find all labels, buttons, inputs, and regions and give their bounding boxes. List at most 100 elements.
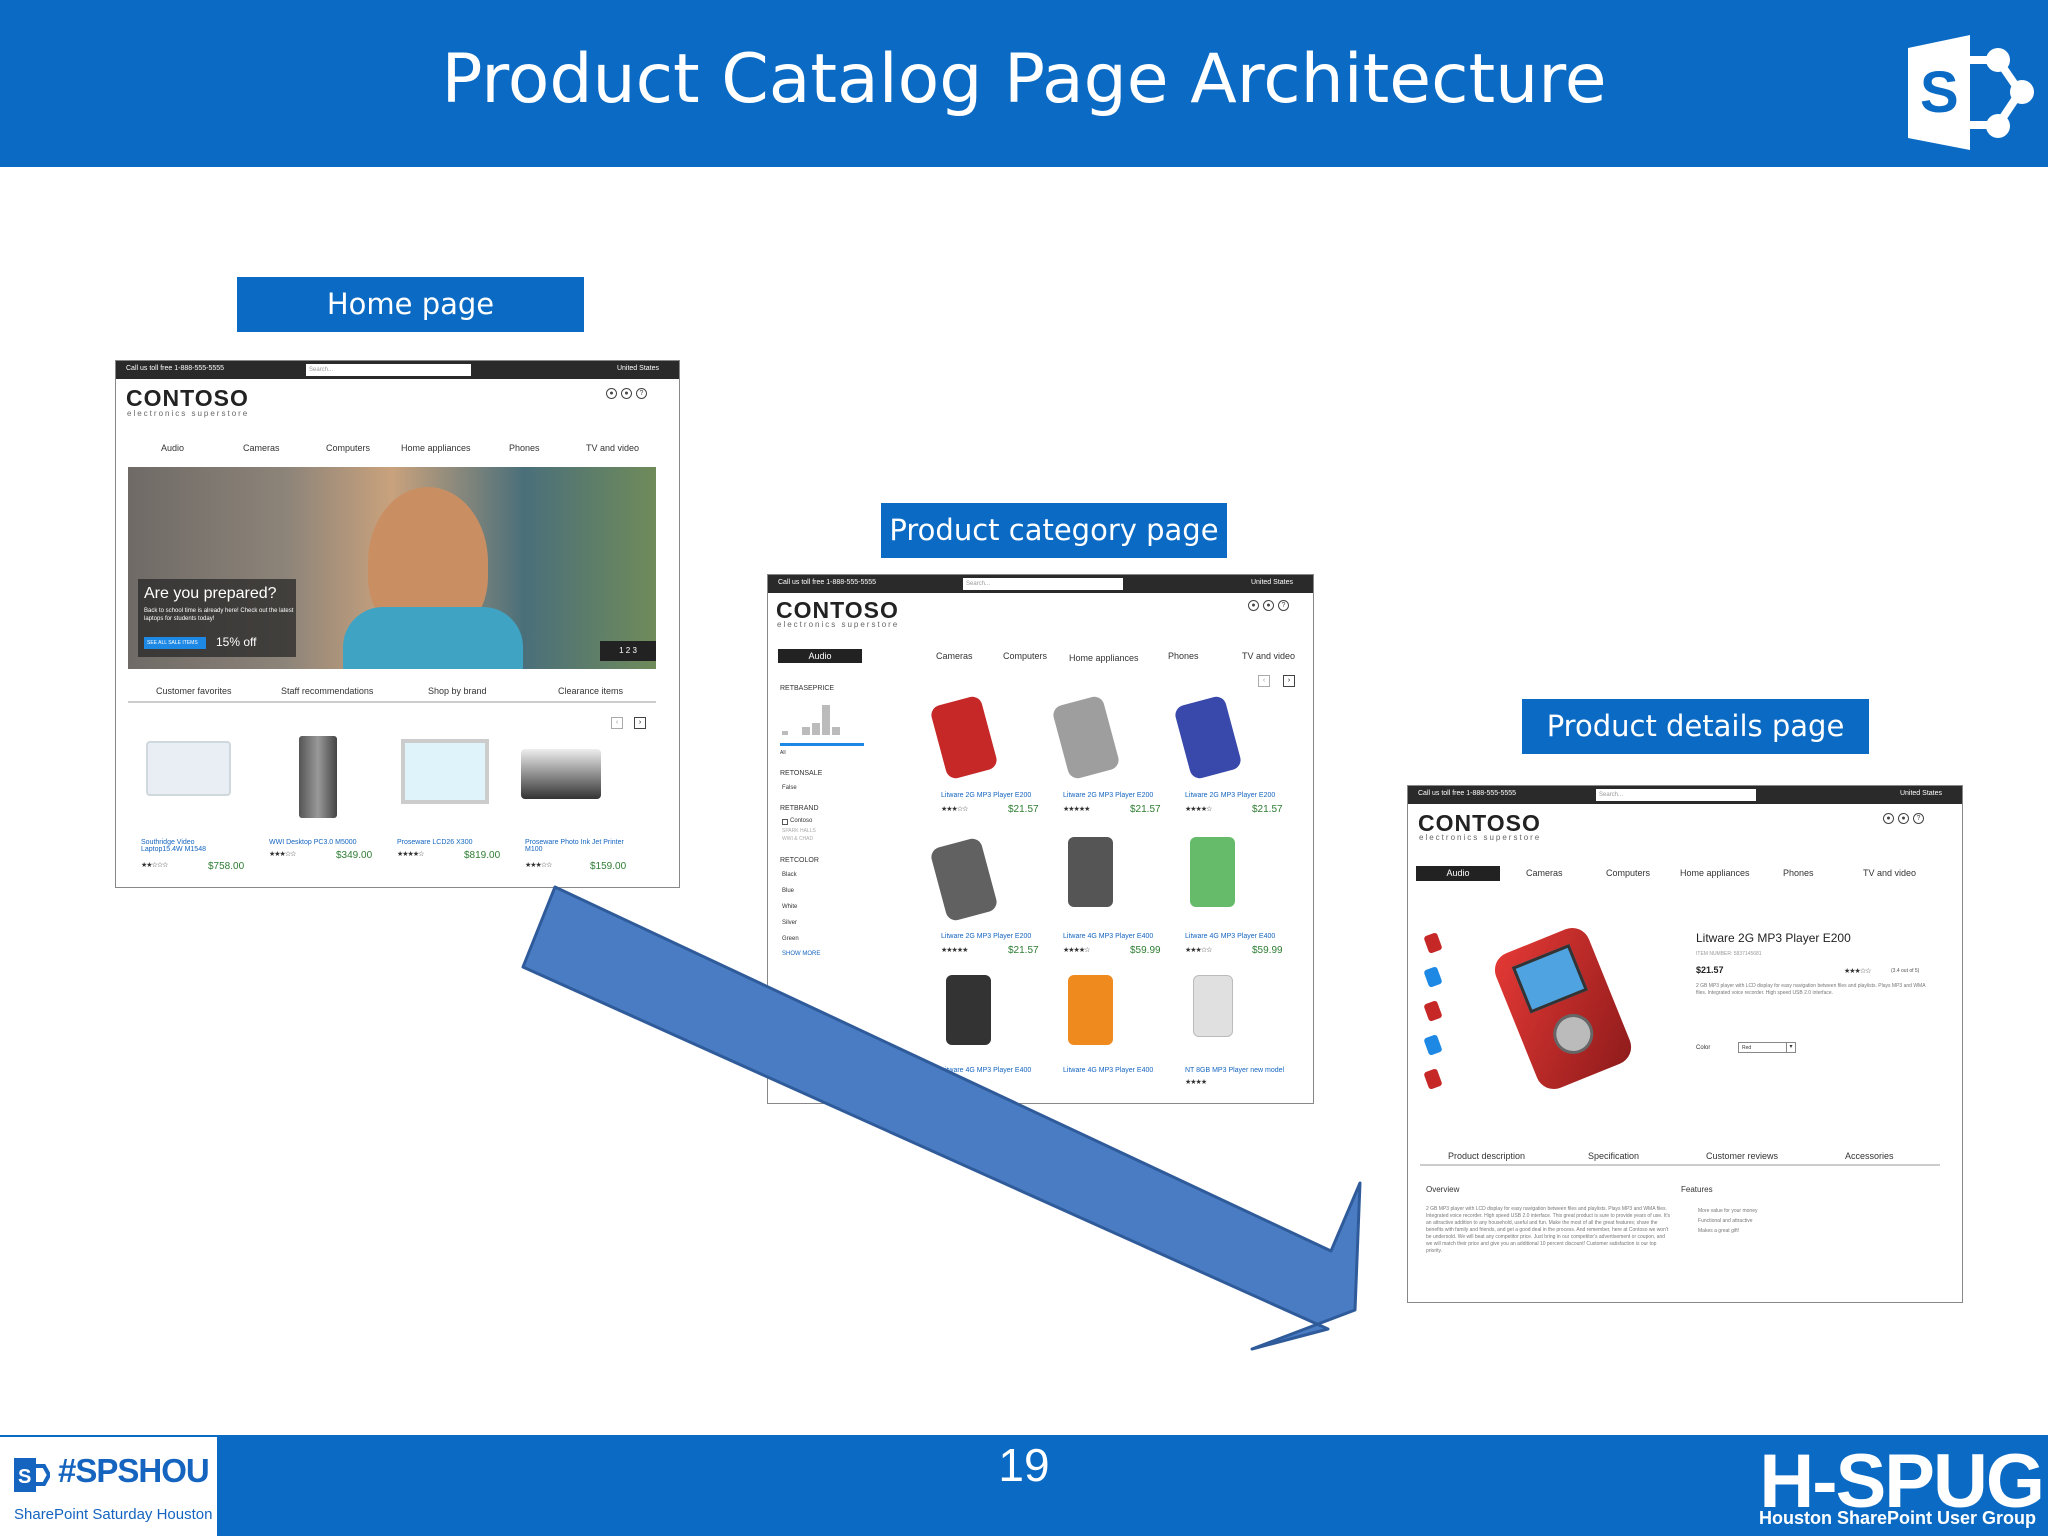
price-histogram[interactable] [782, 705, 862, 735]
tab-specification[interactable]: Specification [1588, 1151, 1640, 1161]
refiner-color-heading: RETCOLOR [780, 857, 819, 864]
price-slider[interactable] [780, 743, 864, 746]
product-name[interactable]: WWI Desktop PC3.0 M5000 [269, 839, 357, 846]
nav-computers[interactable]: Computers [1606, 868, 1651, 878]
product-name[interactable]: Litware 2G MP3 Player E200 [941, 933, 1032, 940]
show-more-link[interactable]: SHOW MORE [782, 951, 821, 957]
nav-audio[interactable]: Audio [1416, 866, 1500, 881]
desktop-image[interactable] [299, 736, 337, 818]
location-icon[interactable]: ● [606, 388, 617, 399]
nav-home-appliances[interactable]: Home appliances [1680, 868, 1750, 878]
nav-computers[interactable]: Computers [1003, 651, 1048, 661]
tab-customer-reviews[interactable]: Customer reviews [1706, 1151, 1779, 1161]
tab-shop-by-brand[interactable]: Shop by brand [428, 686, 487, 696]
mp3-player-white-image[interactable] [1193, 975, 1233, 1037]
mp3-player-silver-image[interactable] [1051, 694, 1121, 781]
nav-audio[interactable]: Audio [161, 443, 185, 453]
nav-audio[interactable]: Audio [778, 649, 862, 663]
country-selector[interactable]: United States [616, 365, 659, 372]
mp3-player-black-image[interactable] [1068, 837, 1113, 907]
nav-cameras[interactable]: Cameras [936, 651, 973, 661]
product-name[interactable]: Southridge Video Laptop15.4W M1548 [141, 839, 206, 853]
product-name[interactable]: Litware 4G MP3 Player E400 [1063, 933, 1154, 940]
product-name[interactable]: Litware 4G MP3 Player E400 [1185, 933, 1276, 940]
nav-phones[interactable]: Phones [1783, 868, 1814, 878]
product-name[interactable]: Proseware LCD26 X300 [397, 839, 473, 846]
mp3-player-green-image[interactable] [1190, 837, 1235, 907]
hero-pager[interactable]: 1 2 3 [600, 641, 656, 661]
country-selector[interactable]: United States [1899, 790, 1942, 797]
product-name[interactable]: Litware 4G MP3 Player E400 [941, 1067, 1032, 1074]
brand-option[interactable]: WWI & CHAD [782, 836, 814, 842]
nav-phones[interactable]: Phones [509, 443, 540, 453]
nav-tv-video[interactable]: TV and video [1242, 651, 1296, 661]
brand-option[interactable]: Contoso [790, 818, 813, 824]
top-strip: Call us toll free 1-888-555-5555 Search.… [1408, 786, 1962, 804]
mp3-player-black-image[interactable] [946, 975, 991, 1045]
page-number: 19 [998, 1439, 1050, 1491]
thumbnail-image[interactable] [1423, 966, 1443, 988]
price-all[interactable]: All [780, 750, 786, 756]
chevron-down-icon[interactable]: ▾ [1786, 1043, 1795, 1052]
mp3-player-red-image[interactable] [929, 694, 999, 781]
cart-icon[interactable]: ● [1898, 813, 1909, 824]
nav-tv-video[interactable]: TV and video [1863, 868, 1917, 878]
refiner-onsale-heading: RETONSALE [780, 770, 823, 777]
thumbnail-image[interactable] [1423, 932, 1443, 954]
product-name[interactable]: Proseware Photo Ink Jet Printer M100 [525, 839, 624, 853]
next-arrow-icon[interactable]: › [1283, 675, 1295, 687]
thumbnail-image[interactable] [1423, 1068, 1443, 1090]
product-name[interactable]: Litware 2G MP3 Player E200 [1185, 792, 1276, 799]
prev-arrow-icon[interactable]: ‹ [1258, 675, 1270, 687]
color-option[interactable]: Green [782, 936, 799, 942]
location-icon[interactable]: ● [1248, 600, 1259, 611]
color-option[interactable]: Black [782, 872, 797, 878]
product-name[interactable]: Litware 4G MP3 Player E400 [1063, 1067, 1154, 1074]
location-icon[interactable]: ● [1883, 813, 1894, 824]
thumbnail-image[interactable] [1423, 1000, 1443, 1022]
color-option[interactable]: Silver [782, 920, 798, 926]
laptop-image[interactable] [146, 741, 231, 796]
search-input[interactable]: Search... [306, 364, 471, 376]
help-icon[interactable]: ? [636, 388, 647, 399]
tab-staff-recommendations[interactable]: Staff recommendations [281, 686, 374, 696]
nav-computers[interactable]: Computers [326, 443, 371, 453]
nav-home-appliances[interactable]: Home appliances [401, 443, 471, 453]
color-select[interactable]: Red ▾ [1738, 1042, 1796, 1053]
product-name[interactable]: Litware 2G MP3 Player E200 [1063, 792, 1154, 799]
cart-icon[interactable]: ● [621, 388, 632, 399]
search-input[interactable]: Search... [963, 578, 1123, 590]
nav-cameras[interactable]: Cameras [1526, 868, 1563, 878]
spshou-logo-box [0, 1437, 217, 1536]
mp3-player-blue-image[interactable] [1173, 694, 1243, 781]
tab-clearance-items[interactable]: Clearance items [558, 686, 624, 696]
monitor-image[interactable] [401, 739, 489, 804]
printer-image[interactable] [521, 749, 601, 799]
country-selector[interactable]: United States [1250, 579, 1293, 586]
color-option[interactable]: Blue [782, 888, 795, 894]
nav-phones[interactable]: Phones [1168, 651, 1199, 661]
tab-product-description[interactable]: Product description [1448, 1151, 1526, 1161]
help-icon[interactable]: ? [1913, 813, 1924, 824]
prev-arrow-icon[interactable]: ‹ [611, 717, 623, 729]
nav-tv-video[interactable]: TV and video [586, 443, 640, 453]
hero-button[interactable]: SEE ALL SALE ITEMS [144, 637, 206, 649]
color-option[interactable]: White [782, 904, 798, 910]
mp3-player-orange-image[interactable] [1068, 975, 1113, 1045]
product-price: $819.00 [464, 850, 501, 861]
brand-checkbox[interactable] [782, 819, 788, 825]
search-input[interactable]: Search... [1596, 789, 1756, 801]
tab-accessories[interactable]: Accessories [1845, 1151, 1894, 1161]
product-name[interactable]: Litware 2G MP3 Player E200 [941, 792, 1032, 799]
brand-option[interactable]: SPARK HALLS [782, 828, 816, 834]
call-text: Call us toll free 1-888-555-5555 [778, 579, 877, 586]
thumbnail-image[interactable] [1423, 1034, 1443, 1056]
refiner-onsale-value[interactable]: False [782, 785, 797, 791]
next-arrow-icon[interactable]: › [634, 717, 646, 729]
cart-icon[interactable]: ● [1263, 600, 1274, 611]
help-icon[interactable]: ? [1278, 600, 1289, 611]
nav-cameras[interactable]: Cameras [243, 443, 280, 453]
product-name[interactable]: NT 8GB MP3 Player new model [1185, 1067, 1285, 1074]
tab-customer-favorites[interactable]: Customer favorites [156, 686, 232, 696]
nav-home-appliances[interactable]: Home appliances [1069, 653, 1139, 663]
